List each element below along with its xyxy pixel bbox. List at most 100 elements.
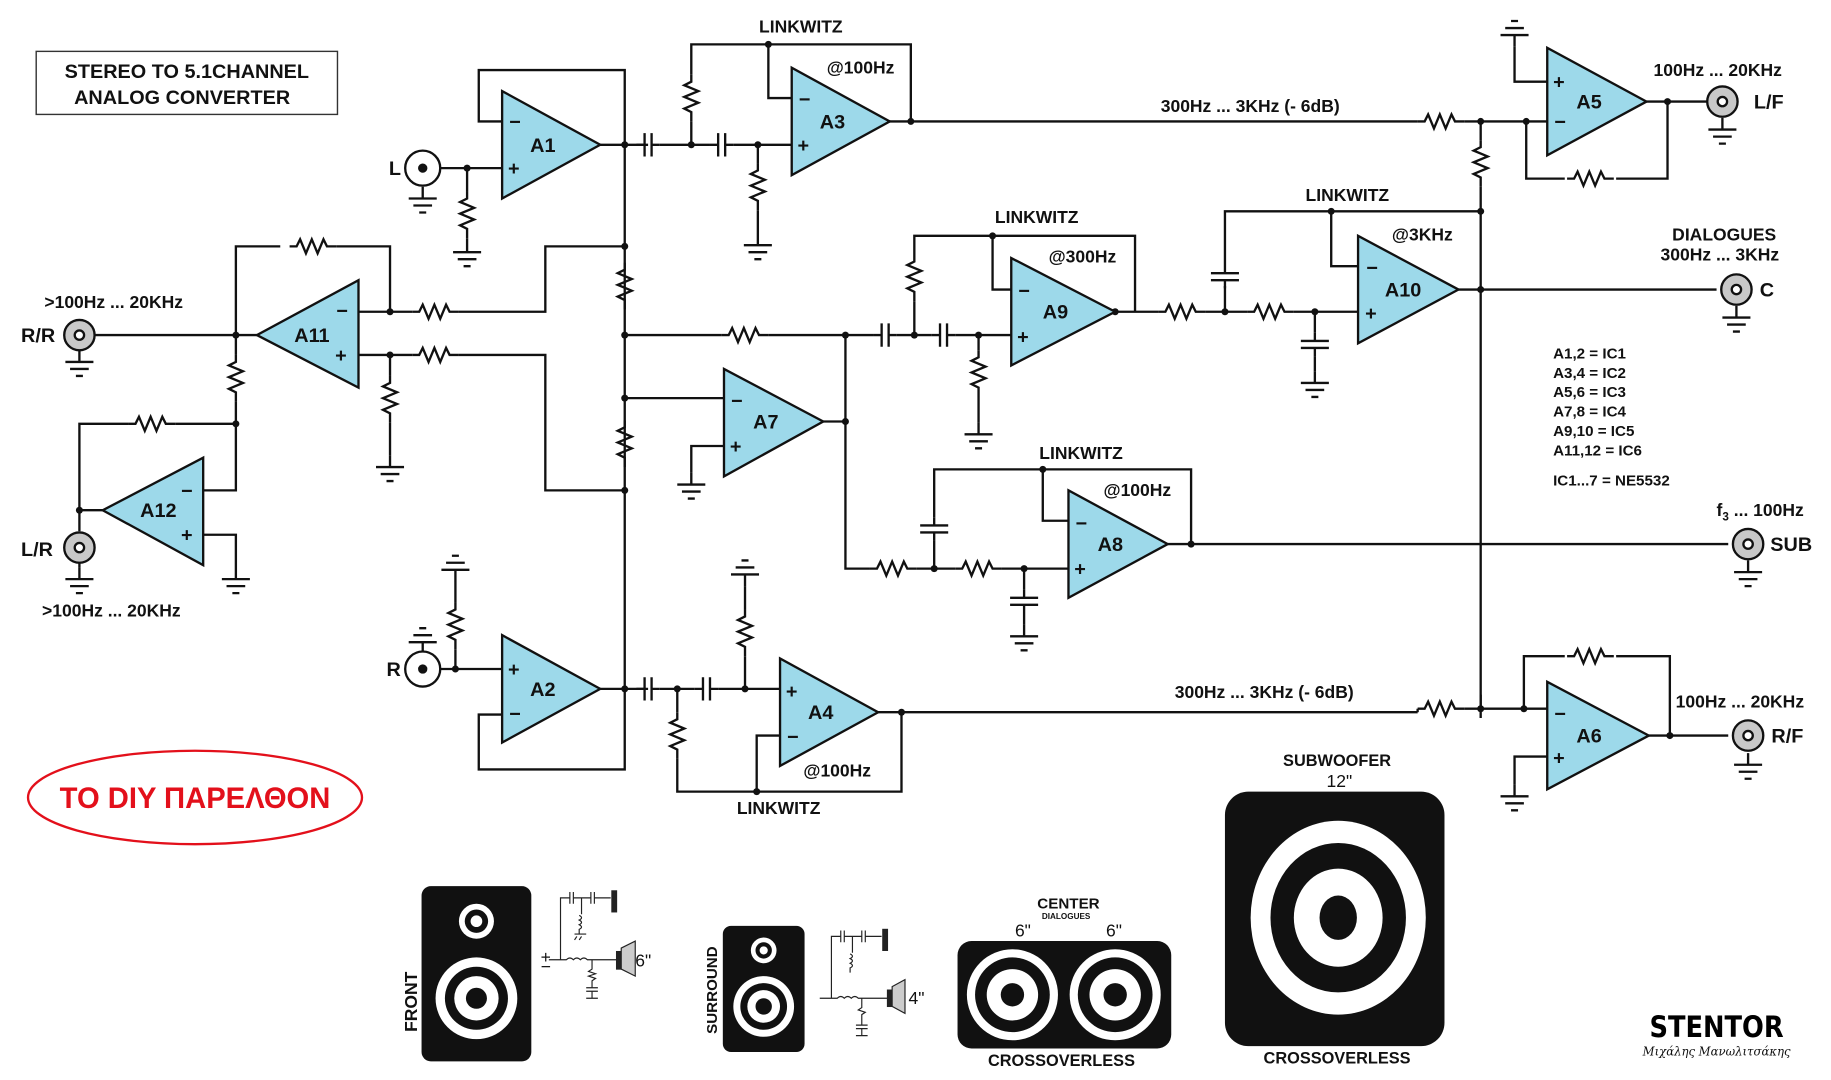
output-connector-lr: L/R >100Hz ... 20KHz bbox=[21, 531, 181, 620]
brand-signature: Μιχάλης Μανωλιτσάκης bbox=[1642, 1044, 1791, 1058]
opamp-label: A5 bbox=[1576, 92, 1601, 114]
pin-minus: − bbox=[1554, 703, 1566, 725]
opamp-a12: − + A12 bbox=[100, 455, 205, 568]
front-size: 6" bbox=[635, 951, 651, 971]
brand-name: STENTOR bbox=[1649, 1009, 1783, 1044]
output-band: 100Hz ... 20KHz bbox=[1654, 60, 1783, 80]
opamp-a4: + − A4 bbox=[778, 656, 881, 768]
mid-band-label-top: 300Hz ... 3KHz (- 6dB) bbox=[1161, 96, 1340, 116]
opamp-label: A10 bbox=[1385, 280, 1421, 302]
opamp-label: A12 bbox=[140, 500, 176, 522]
pin-minus: − bbox=[799, 89, 811, 111]
opamp-label: A7 bbox=[753, 411, 778, 433]
ic-map-line: A7,8 = IC4 bbox=[1553, 404, 1626, 421]
center-size-left: 6" bbox=[1015, 920, 1031, 940]
ground-symbols bbox=[64, 19, 1764, 812]
surround-speaker-icon: SURROUND bbox=[704, 925, 805, 1052]
linkwitz-label-a10: LINKWITZ bbox=[1306, 185, 1390, 205]
opamp-a3: − + A3 bbox=[790, 65, 893, 178]
input-connector-right: R bbox=[387, 650, 442, 688]
output-label: C bbox=[1760, 280, 1774, 302]
ic-part-number: IC1...7 = NE5532 bbox=[1553, 473, 1670, 490]
front-label: FRONT bbox=[401, 971, 421, 1032]
pin-plus: + bbox=[1074, 559, 1086, 581]
freq-label-a4: @100Hz bbox=[803, 760, 871, 780]
stentor-logo: STENTOR Μιχάλης Μανωλιτσάκης bbox=[1642, 1009, 1791, 1058]
title-box: STEREO TO 5.1CHANNEL ANALOG CONVERTER bbox=[35, 50, 339, 116]
front-speaker-icon: FRONT bbox=[401, 886, 532, 1062]
ic-map-line: A11,12 = IC6 bbox=[1553, 442, 1642, 459]
opamp-label: A9 bbox=[1043, 302, 1068, 324]
freq-label-a8: @100Hz bbox=[1104, 480, 1172, 500]
title-frame bbox=[35, 50, 339, 116]
opamp-label: A1 bbox=[530, 135, 555, 157]
subwoofer-note: CROSSOVERLESS bbox=[1264, 1050, 1411, 1068]
center-note: CROSSOVERLESS bbox=[988, 1052, 1135, 1070]
subwoofer-label: SUBWOOFER bbox=[1283, 752, 1391, 770]
diy-logo: TO DIY ΠΑΡΕΛΘΟΝ bbox=[26, 749, 364, 846]
title-line-2: ANALOG CONVERTER bbox=[74, 87, 290, 109]
pin-minus: − bbox=[336, 301, 348, 323]
pin-plus: + bbox=[1553, 72, 1565, 94]
linkwitz-label-a3: LINKWITZ bbox=[759, 17, 843, 37]
opamp-a10: − + A10 bbox=[1356, 233, 1461, 346]
input-label-right: R bbox=[387, 659, 401, 681]
pin-minus: − bbox=[509, 111, 521, 133]
filter-annotations: LINKWITZ @100Hz LINKWITZ @300Hz LINKWITZ… bbox=[737, 17, 1453, 818]
freq-label-a9: @300Hz bbox=[1049, 247, 1117, 267]
pin-minus: − bbox=[181, 480, 193, 502]
output-connector-rf: R/F 100Hz ... 20KHz bbox=[1676, 692, 1805, 752]
output-connector-lf: L/F 100Hz ... 20KHz bbox=[1654, 60, 1784, 118]
input-connector-left: L bbox=[389, 149, 442, 187]
opamp-label: A2 bbox=[530, 679, 555, 701]
output-label: SUB bbox=[1770, 534, 1812, 556]
pin-minus: − bbox=[1075, 513, 1087, 535]
opamp-a5: + − A5 bbox=[1546, 45, 1649, 158]
mid-band-label-bottom: 300Hz ... 3KHz (- 6dB) bbox=[1175, 682, 1354, 702]
opamp-label: A8 bbox=[1098, 534, 1123, 556]
input-label-left: L bbox=[389, 158, 401, 180]
surround-crossover-icon: 4" bbox=[819, 928, 924, 1037]
pin-plus: + bbox=[1365, 303, 1377, 325]
center-size-right: 6" bbox=[1106, 920, 1122, 940]
linkwitz-label-a8: LINKWITZ bbox=[1039, 443, 1123, 463]
output-band: f3 ... 100Hz bbox=[1717, 500, 1804, 524]
output-label: R/F bbox=[1771, 726, 1803, 748]
freq-label-a3: @100Hz bbox=[827, 58, 895, 78]
opamp-label: A4 bbox=[808, 702, 833, 724]
wiring bbox=[78, 43, 1729, 793]
junction-dots bbox=[75, 40, 1674, 796]
pin-minus: − bbox=[1554, 111, 1566, 133]
front-crossover-icon: 6" + − bbox=[541, 890, 651, 999]
opamp-label: A6 bbox=[1576, 726, 1601, 748]
opamp-a1: − + A1 bbox=[500, 89, 603, 201]
pin-plus: + bbox=[335, 345, 347, 367]
pin-plus: + bbox=[730, 436, 742, 458]
opamp-a2: + − A2 bbox=[500, 633, 603, 745]
opamp-a6: − + A6 bbox=[1546, 679, 1652, 792]
output-connector-c: C DIALOGUES 300Hz ... 3KHz bbox=[1661, 225, 1779, 306]
opamp-label: A3 bbox=[820, 111, 845, 133]
output-connector-rr: R/R >100Hz ... 20KHz bbox=[21, 292, 183, 352]
pin-minus: − bbox=[1018, 281, 1030, 303]
opamp-a11: − + A11 bbox=[254, 278, 360, 390]
subwoofer-speaker-icon: SUBWOOFER 12" CROSSOVERLESS bbox=[1224, 752, 1445, 1068]
pin-plus: + bbox=[1017, 326, 1029, 348]
subwoofer-size: 12" bbox=[1327, 771, 1353, 791]
surround-label: SURROUND bbox=[704, 946, 721, 1034]
ic-map-line: A5,6 = IC3 bbox=[1553, 384, 1626, 401]
output-band: 100Hz ... 20KHz bbox=[1676, 692, 1805, 712]
output-label: L/F bbox=[1754, 92, 1784, 114]
opamp-a9: − + A9 bbox=[1010, 256, 1118, 368]
output-band: >100Hz ... 20KHz bbox=[42, 600, 181, 620]
pin-minus: − bbox=[1366, 257, 1378, 279]
plus-terminal: + bbox=[541, 947, 551, 967]
center-label: CENTER bbox=[1037, 895, 1099, 912]
pin-plus: + bbox=[181, 525, 193, 547]
pin-plus: + bbox=[1553, 748, 1565, 770]
output-label: L/R bbox=[21, 539, 53, 561]
surround-size: 4" bbox=[908, 988, 924, 1008]
linkwitz-label-a9: LINKWITZ bbox=[995, 207, 1079, 227]
